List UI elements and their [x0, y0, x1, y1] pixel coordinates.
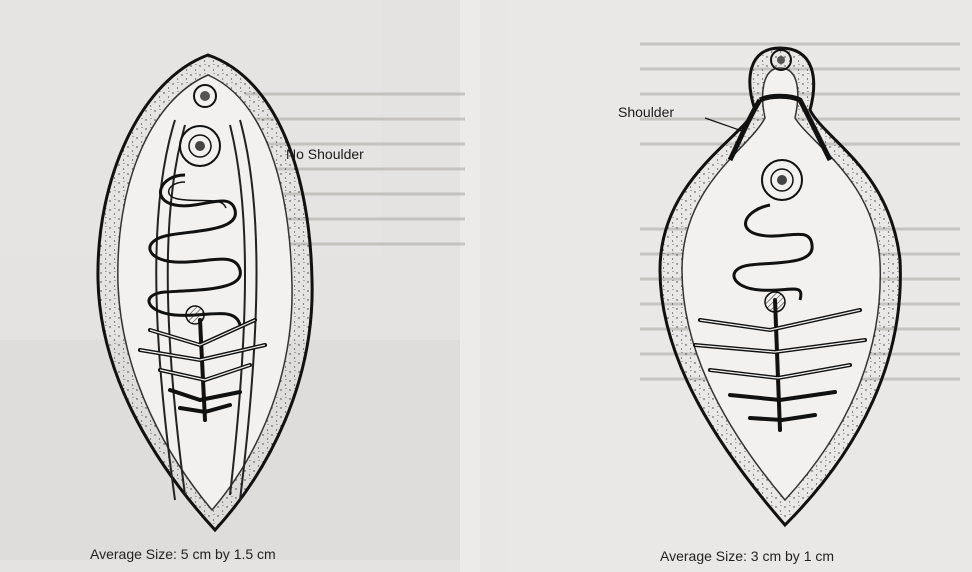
ovary	[186, 306, 204, 324]
right-size-caption: Average Size: 3 cm by 1 cm	[660, 548, 834, 564]
shoulder-label: Shoulder	[618, 104, 674, 120]
left-size-caption: Average Size: 5 cm by 1.5 cm	[90, 546, 276, 562]
ovary-right	[765, 292, 785, 312]
no-shoulder-label: No Shoulder	[286, 146, 364, 162]
